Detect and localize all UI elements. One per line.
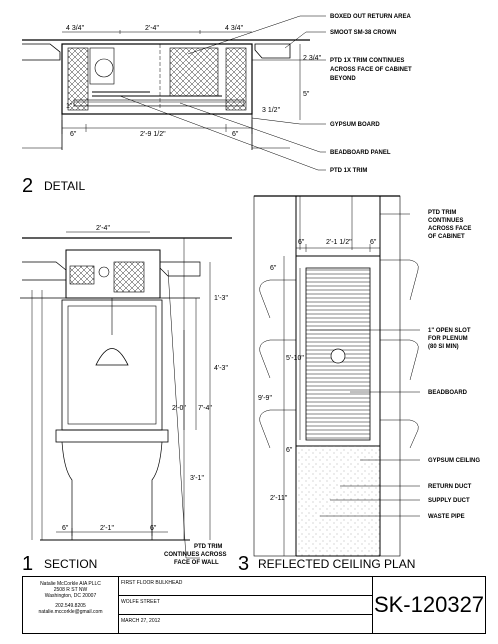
sec-dim-v5: 3'-1" (190, 475, 204, 482)
detail-2-number: 2 (22, 175, 33, 197)
dim-left-small: 1" (66, 103, 73, 110)
dim-top: 2'-4" (145, 25, 159, 32)
label-gypsum: GYPSUM BOARD (330, 122, 380, 128)
firm-name: Natalie McCorkle AIA PLLC (40, 581, 101, 587)
rcp-3-text: PTD TRIM CONTINUES ACROSS FACE OF CABINE… (238, 210, 480, 575)
rcp-3-title: REFLECTED CEILING PLAN (258, 557, 415, 571)
sec-dim-v3: 2'-0" (172, 405, 186, 412)
detail-2-title: DETAIL (44, 179, 85, 193)
rcp-label-ptd-4: OF CABINET (428, 234, 465, 240)
dim-bottom-right: 6" (232, 131, 239, 138)
rcp-dim-v4: 6" (286, 447, 293, 454)
rcp-3 (253, 195, 420, 557)
label-boxed-out: BOXED OUT RETURN AREA (330, 14, 411, 20)
rcp-label-ptd-1: PTD TRIM (428, 210, 456, 216)
rcp-3-number: 3 (238, 553, 249, 575)
rcp-dim-v2: 5'-10" (286, 355, 304, 362)
rcp-label-return: RETURN DUCT (428, 484, 472, 490)
label-trim-line1: PTD 1X TRIM CONTINUES (330, 58, 404, 64)
project-date: MARCH 27, 2012 (121, 618, 161, 624)
sec-dim-v1: 1'-3" (214, 295, 228, 302)
rcp-dim-v5: 2'-11" (270, 495, 288, 502)
rcp-dim-v1: 6" (270, 265, 277, 272)
dim-bottom-left: 6" (70, 131, 77, 138)
rcp-label-gypsum: GYPSUM CEILING (428, 458, 480, 464)
rcp-label-beadboard: BEADBOARD (428, 390, 468, 396)
section-1-text: 2'-4" 1'-3" 4'-3" 2'-0" 7'-4" 3'-1" 6" 2… (22, 225, 228, 575)
dim-side-1: 2 3/4" (303, 55, 322, 62)
rcp-dim-t-left: 6" (298, 239, 305, 246)
label-trim-line2: ACROSS FACE OF CABINET (330, 67, 412, 73)
firm-address-2: Washington, DC 20007 (44, 593, 97, 599)
dim-side-3: 3 1/2" (262, 107, 281, 114)
rcp-dim-t-mid: 2'-1 1/2" (326, 239, 352, 246)
section-1-title: SECTION (44, 557, 97, 571)
sec-dim-b-right: 6" (150, 525, 157, 532)
detail-2 (22, 15, 326, 171)
sec-note-3: FACE OF WALL (174, 560, 219, 566)
title-block: Natalie McCorkle AIA PLLC 2508 R ST NW W… (22, 576, 486, 634)
rcp-label-ptd-2: CONTINUES (428, 218, 463, 224)
sheet-number: SK-120327 (373, 592, 485, 617)
firm-address-1: 2508 R ST NW (53, 587, 88, 593)
firm-phone: 202.549.8205 (55, 603, 86, 609)
rcp-label-slot-1: 1" OPEN SLOT (428, 328, 471, 334)
label-trim-line3: BEYOND (330, 76, 356, 82)
dim-bottom: 2'-9 1/2" (140, 131, 166, 138)
sec-dim-v2: 4'-3" (214, 365, 228, 372)
sec-note-2: CONTINUES ACROSS (164, 552, 226, 558)
sec-dim-b-left: 6" (62, 525, 69, 532)
detail-2-text: BOXED OUT RETURN AREA SMOOT SM-38 CROWN … (22, 14, 412, 197)
rcp-label-supply: SUPPLY DUCT (428, 498, 470, 504)
label-ptd-trim: PTD 1X TRIM (330, 168, 367, 174)
section-1-number: 1 (22, 553, 33, 575)
title-block-firm: Natalie McCorkle AIA PLLC 2508 R ST NW W… (23, 577, 119, 633)
dim-top-right: 4 3/4" (225, 25, 244, 32)
project-street: WOLFE STREET (119, 596, 372, 615)
rcp-label-waste: WASTE PIPE (428, 514, 465, 520)
sec-dim-b-mid: 2'-1" (100, 525, 114, 532)
project-name: FIRST FLOOR BULKHEAD (119, 577, 372, 596)
firm-email: natalie.mccorkle@gmail.com (38, 609, 103, 615)
rcp-dim-v3: 9'-9" (258, 395, 272, 402)
dim-side-2: 5" (303, 91, 310, 98)
rcp-dim-t-right: 6" (370, 239, 377, 246)
label-crown: SMOOT SM-38 CROWN (330, 30, 396, 36)
label-beadboard-panel: BEADBOARD PANEL (330, 150, 391, 156)
section-1 (20, 231, 232, 559)
sec-note-1: PTD TRIM (194, 544, 222, 550)
rcp-label-ptd-3: ACROSS FACE (428, 226, 471, 232)
dim-top-left: 4 3/4" (66, 25, 85, 32)
rcp-label-slot-2: FOR PLENUM (428, 336, 468, 342)
title-block-project: FIRST FLOOR BULKHEAD WOLFE STREET MARCH … (119, 577, 373, 633)
sec-dim-top: 2'-4" (96, 225, 110, 232)
rcp-label-slot-3: (80 SI MIN) (428, 344, 459, 350)
sec-dim-v4: 7'-4" (198, 405, 212, 412)
